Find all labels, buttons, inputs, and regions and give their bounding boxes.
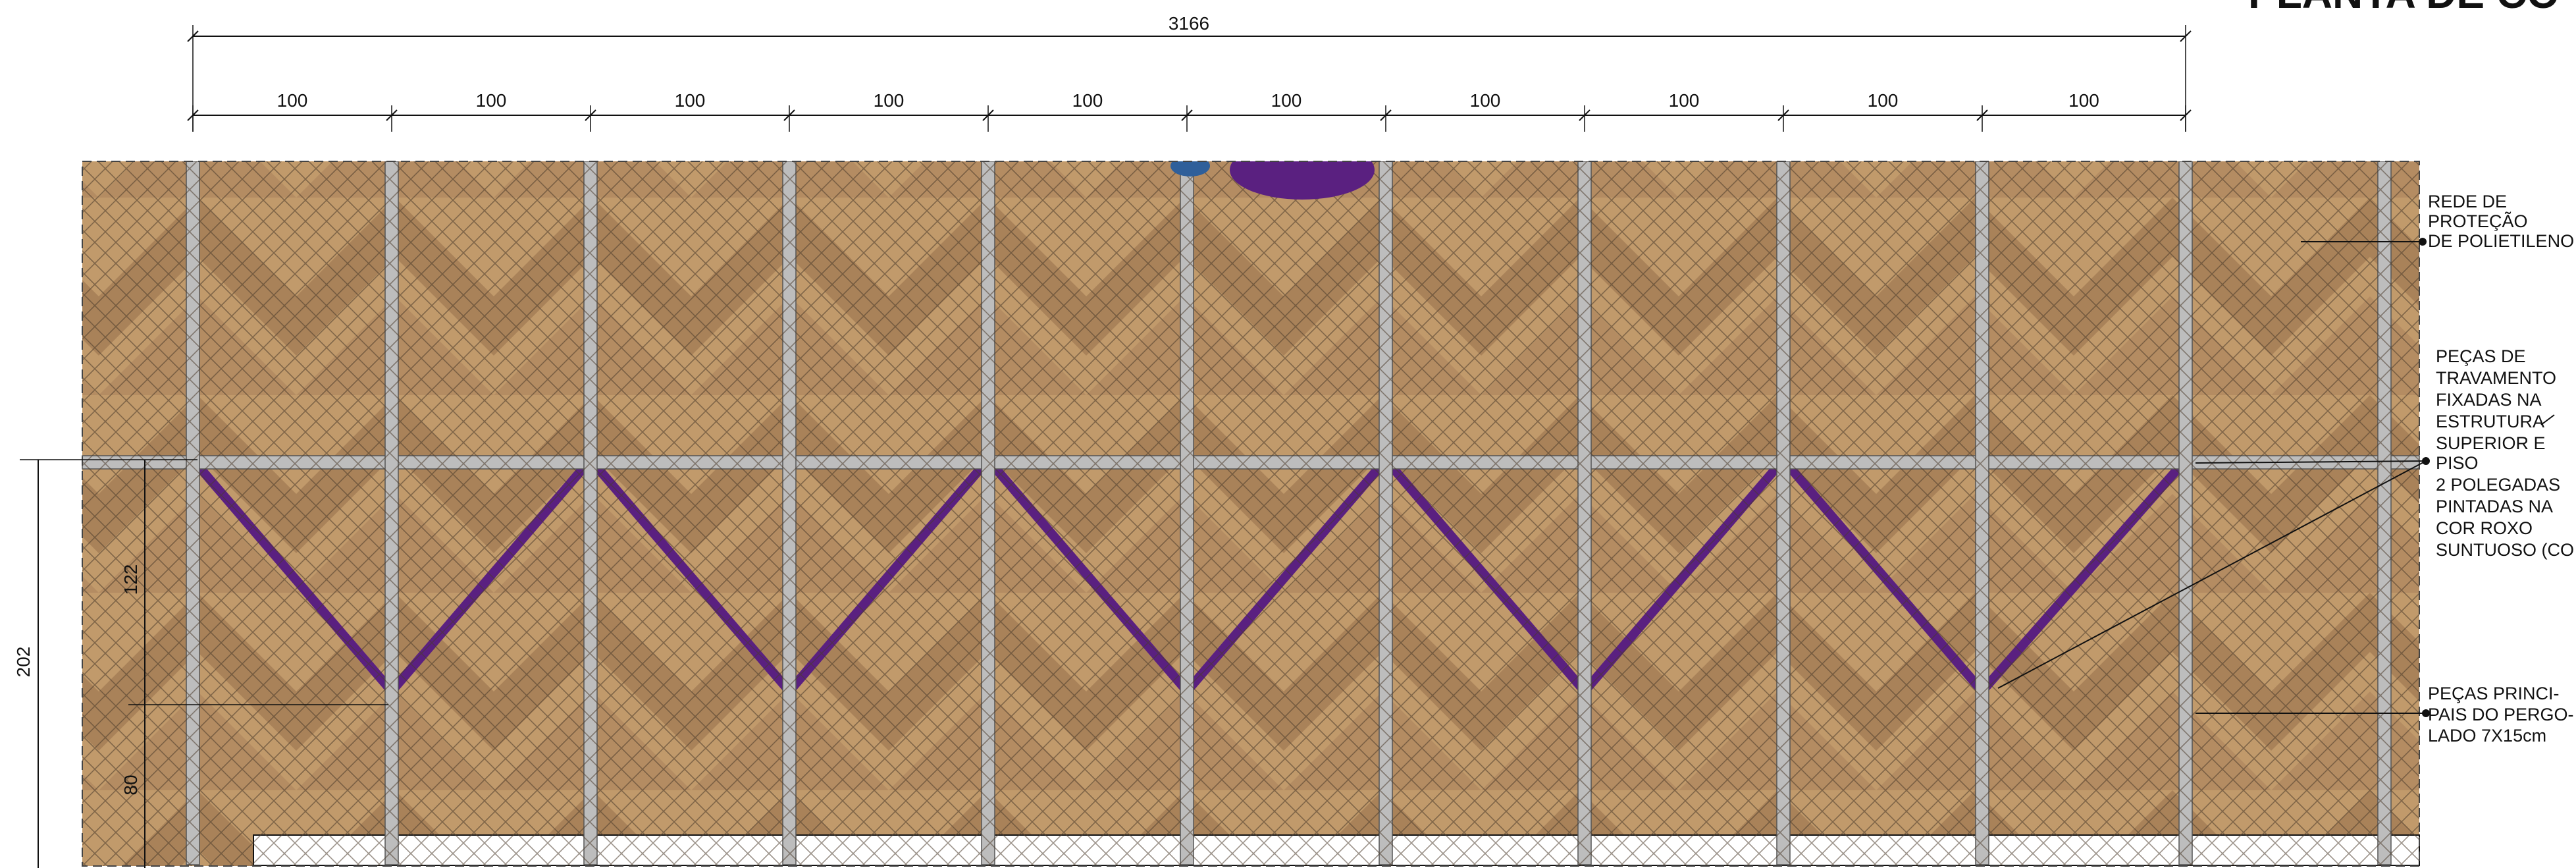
polyethylene-net <box>82 161 2419 866</box>
bracing-line-9: COR ROXO <box>2436 518 2533 538</box>
left-dimensions: 202 122 80 <box>13 459 388 868</box>
bay-width-label-7: 100 <box>1470 90 1501 111</box>
lower-height-label: 80 <box>120 774 141 795</box>
overall-height-label: 202 <box>13 647 34 678</box>
bay-width-label-5: 100 <box>1072 90 1103 111</box>
bay-width-label-10: 100 <box>2068 90 2099 111</box>
bay-width-label-1: 100 <box>277 90 308 111</box>
bay-width-label-9: 100 <box>1868 90 1899 111</box>
bay-width-label-8: 100 <box>1669 90 1700 111</box>
bracing-line-7: 2 POLEGADAS <box>2436 475 2560 495</box>
bracing-line-10: SUNTUOSO (CO <box>2436 540 2574 560</box>
bracing-line-6: PISO <box>2436 453 2479 473</box>
bay-width-label-2: 100 <box>476 90 507 111</box>
bay-width-label-6: 100 <box>1271 90 1302 111</box>
net-line-1: REDE DE <box>2428 192 2507 211</box>
bay-width-label-4: 100 <box>874 90 905 111</box>
main-pieces-line-1: PEÇAS PRINCI- <box>2428 684 2560 703</box>
drawing-title: PLANTA DE CO <box>2248 0 2560 17</box>
annotation-main-pieces: PEÇAS PRINCI- PAIS DO PERGO- LADO 7X15cm <box>2428 684 2574 746</box>
bracing-line-2: TRAVAMENTO <box>2436 368 2556 388</box>
main-pieces-line-2: PAIS DO PERGO- <box>2428 705 2574 724</box>
bracing-line-4: ESTRUTURA <box>2436 412 2544 431</box>
bracing-line-3: FIXADAS NA <box>2436 390 2542 410</box>
bracing-line-5: SUPERIOR E <box>2436 433 2546 453</box>
main-pieces-line-3: LADO 7X15cm <box>2428 726 2546 746</box>
annotation-net: REDE DE PROTEÇÃO DE POLIETILENO <box>2428 192 2574 251</box>
bracing-line-8: PINTADAS NA <box>2436 497 2553 516</box>
annotation-bracing: PEÇAS DE TRAVAMENTO FIXADAS NA ESTRUTURA… <box>2436 346 2574 560</box>
net-line-3: DE POLIETILENO <box>2428 231 2574 251</box>
bay-width-label-3: 100 <box>675 90 706 111</box>
upper-height-label: 122 <box>120 564 141 595</box>
net-line-2: PROTEÇÃO <box>2428 211 2528 231</box>
bracing-line-1: PEÇAS DE <box>2436 346 2526 366</box>
overall-width-label: 3166 <box>1169 13 1209 34</box>
leader-lines <box>1997 238 2555 717</box>
